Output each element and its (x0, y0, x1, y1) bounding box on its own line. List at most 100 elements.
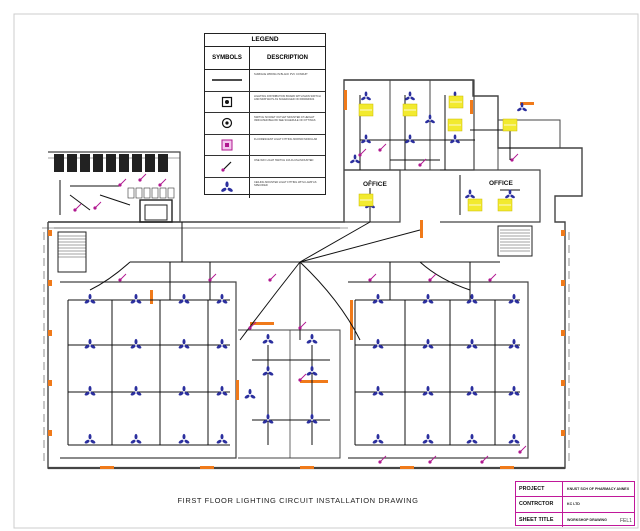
legend-row-text: CEILING MOUNTED LIGHT FITTING WITH LAMP … (254, 180, 317, 187)
fitting-blade (465, 194, 470, 199)
wall-outline (238, 329, 341, 459)
toilet-cubicle (119, 154, 129, 172)
toilet-cubicle (67, 154, 77, 172)
fitting-blade (220, 293, 224, 300)
fitting-blade (353, 154, 357, 160)
fitting-blade (84, 439, 90, 444)
fitting-blade (514, 344, 520, 349)
fitting-blade (88, 293, 92, 300)
ceiling-light-icon (508, 433, 520, 444)
fitting-blade (84, 299, 90, 304)
toilet-cubicle (145, 154, 155, 172)
fitting-blade (514, 299, 520, 304)
fitting-blade (366, 96, 371, 101)
switch-dot (368, 278, 372, 282)
fitting-blade (410, 96, 415, 101)
light-switch (368, 273, 377, 282)
fitting-blade (372, 439, 378, 444)
fitting-blade (428, 439, 434, 444)
fitting-blade (450, 139, 455, 144)
fitting-blade (266, 413, 270, 420)
fitting-blade (262, 419, 268, 424)
fitting-blade (222, 299, 228, 304)
fitting-blade (178, 391, 184, 396)
fitting-blade (220, 385, 224, 392)
fitting-center (89, 344, 91, 346)
fitting-center (135, 439, 137, 441)
fitting-blade (508, 189, 512, 195)
fitting-blade (468, 189, 472, 195)
wall-accent (520, 102, 534, 105)
fitting-blade (134, 385, 138, 392)
fitting-blade (90, 299, 96, 304)
light-switch (138, 173, 147, 182)
fitting-blade (376, 338, 380, 345)
legend-table: LEGEND SYMBOLS DESCRIPTION SURFACE WIRIN… (204, 33, 326, 198)
ceiling-light-icon (306, 413, 318, 424)
fitting-blade (248, 388, 252, 395)
fitting-center (89, 391, 91, 393)
fitting-center (427, 299, 429, 301)
fitting-blade (422, 344, 428, 349)
lamp-panel (402, 103, 418, 117)
fitting-blade (310, 365, 314, 372)
fitting-blade (376, 385, 380, 392)
wall-accent (250, 322, 274, 325)
fitting-blade (470, 194, 475, 199)
fitting-blade (426, 338, 430, 345)
fitting-blade (505, 194, 510, 199)
fitting-blade (428, 114, 432, 120)
room-label-office: OFFICE (488, 180, 514, 187)
fitting-blade (508, 299, 514, 304)
wall-accent (236, 380, 239, 400)
wall-accent (561, 430, 565, 436)
duct-box (144, 204, 168, 221)
wall-accent (48, 330, 52, 336)
fitting-blade (426, 433, 430, 440)
legend-row: SURFACE WIRING IN BLACK PVC CONDUIT (205, 70, 325, 92)
fitting-blade (510, 194, 515, 199)
fitting-center (513, 344, 515, 346)
fitting-center (509, 194, 511, 196)
wire-curve (239, 261, 301, 341)
fitting-center (377, 299, 379, 301)
switch-dot (418, 163, 422, 167)
wire-curve (419, 261, 471, 291)
switch-dot (518, 450, 522, 454)
wall-outline (474, 95, 499, 170)
fitting-center (454, 139, 456, 141)
fitting-blade (266, 333, 270, 340)
fitting-blade (268, 419, 274, 424)
fitting-blade (364, 91, 368, 97)
lamp-panel (448, 95, 464, 109)
fitting-center (427, 391, 429, 393)
fitting-blade (455, 139, 460, 144)
switch-dot (138, 178, 142, 182)
light-switch (358, 148, 367, 157)
fitting-blade (134, 293, 138, 300)
fitting-blade (512, 293, 516, 300)
fitting-blade (376, 293, 380, 300)
fitting-blade (184, 391, 190, 396)
fitting-blade (425, 119, 430, 124)
fitting-blade (466, 344, 472, 349)
drawing-title: FIRST FLOOR LIGHTING CIRCUIT INSTALLATIO… (177, 496, 419, 505)
fitting-blade (306, 419, 312, 424)
fitting-blade (426, 293, 430, 300)
ceiling-light-icon (130, 385, 142, 396)
lamp-panels (358, 95, 518, 212)
fitting-blade (517, 107, 522, 112)
light-switch (418, 158, 427, 167)
light-switches (73, 143, 527, 464)
fitting-center (377, 439, 379, 441)
fitting-center (221, 391, 223, 393)
fitting-blade (508, 344, 514, 349)
fitting-blade (472, 299, 478, 304)
ceiling-light-icon (422, 338, 434, 349)
fitting-center (471, 439, 473, 441)
fitting-blade (405, 96, 410, 101)
contractor-label: CONTRCTOR (516, 497, 563, 512)
fitting-blade (522, 107, 527, 112)
project-label: PROJECT (516, 482, 563, 497)
fitting-blade (178, 299, 184, 304)
